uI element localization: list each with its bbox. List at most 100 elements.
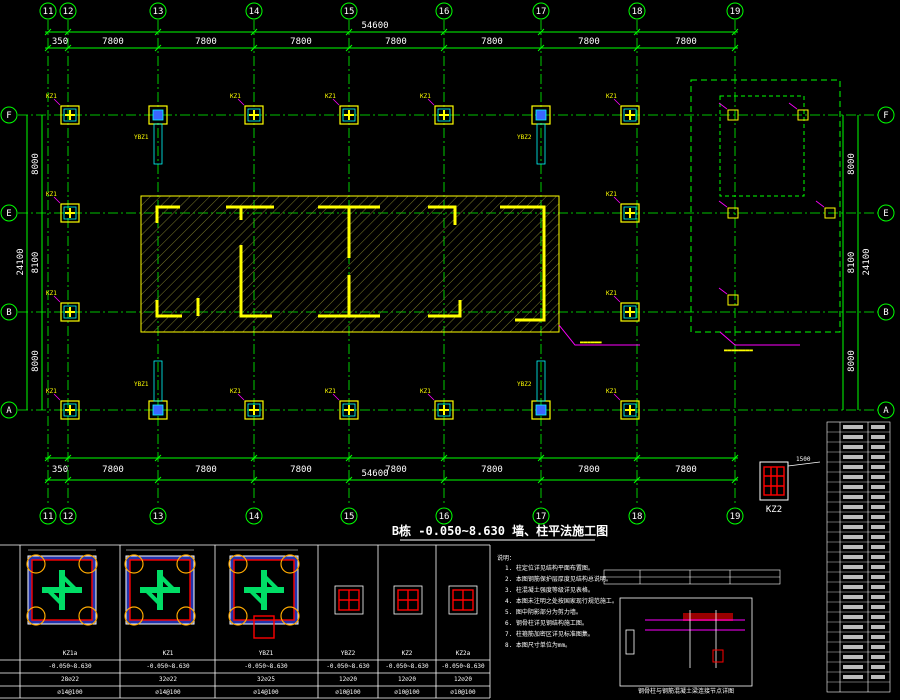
axis-bubble-18: 18: [628, 2, 646, 20]
table-cell: -0.050~8.630: [244, 663, 288, 670]
notes-list: 1. 柱定位详见结构平面布置图。2. 本图钢筋保护层厚度见结构总说明。3. 柱混…: [505, 564, 618, 649]
column-label: KZ1: [420, 388, 431, 395]
axis-label: 14: [249, 7, 260, 17]
column-label: KZ1: [325, 388, 336, 395]
total-dim-bottom: 54600: [361, 469, 388, 479]
kz2-detail: 1500 KZ2: [759, 456, 821, 515]
table-cell: 12⌀20: [339, 676, 357, 683]
table-cell: KZ2a: [456, 650, 471, 657]
table-cell: 32⌀22: [159, 676, 177, 683]
axis-label: B: [883, 308, 888, 318]
table-cell: -0.050~8.630: [48, 663, 92, 670]
axis-label: 17: [536, 512, 547, 522]
axis-bubble-15: 15: [340, 507, 358, 525]
axis-label: 13: [153, 512, 164, 522]
axis-bubble-14: 14: [245, 507, 263, 525]
axis-bubble-13: 13: [149, 2, 167, 20]
region-column: [718, 200, 739, 219]
axis-bubble-E: E: [877, 204, 895, 222]
axis-bubble-12: 12: [59, 507, 77, 525]
axis-bubble-11: 11: [39, 507, 57, 525]
dim-vertical: 8000: [31, 153, 41, 175]
column: KZ1: [420, 93, 454, 125]
axis-bubble-16: 16: [435, 2, 453, 20]
table-cell: ⌀14@100: [57, 689, 83, 696]
table-sections: [26, 549, 478, 639]
table-cell: ⌀14@100: [155, 689, 181, 696]
steel-column: YBZ2: [517, 360, 551, 420]
column-section-small: [448, 585, 478, 615]
axis-bubble-19: 19: [726, 2, 744, 20]
axis-label: 12: [63, 512, 74, 522]
total-dim-top: 54600: [361, 21, 388, 31]
steel-column: YBZ1: [134, 360, 168, 420]
axis-label: F: [6, 111, 11, 121]
dim-bottom: 7800: [102, 465, 124, 475]
axis-label: 14: [249, 512, 260, 522]
column: KZ1: [46, 93, 80, 125]
axis-bubble-B: B: [0, 303, 18, 321]
note-line: 7. 柱箍筋加密区详见标准图集。: [505, 630, 594, 638]
note-line: 8. 本图尺寸单位为mm。: [505, 641, 571, 649]
column: KZ1: [606, 93, 640, 125]
region-column: [788, 102, 809, 121]
column-label: KZ1: [606, 290, 617, 297]
column: KZ1: [325, 388, 359, 420]
column: KZ1: [230, 93, 264, 125]
note-line: 4. 本图未注明之处按国家现行规范施工。: [505, 597, 618, 605]
dim-top: 7800: [290, 37, 312, 47]
axis-bubble-17: 17: [532, 2, 550, 20]
axis-label: A: [883, 406, 889, 416]
table-cell: KZ1: [163, 650, 174, 657]
right-schedule: [826, 421, 891, 693]
axis-label: 13: [153, 7, 164, 17]
axis-label: 16: [439, 7, 450, 17]
column-label: KZ1: [230, 388, 241, 395]
column-schedule-table: [0, 544, 491, 699]
note-hatched: ▬▬▬▬▬▬: [580, 339, 602, 346]
axis-bubble-A: A: [0, 401, 18, 419]
table-cell: ⌀14@100: [253, 689, 279, 696]
dim-vertical-overall: 24100: [16, 248, 26, 275]
table-cell: -0.050~8.630: [441, 663, 485, 670]
axis-label: 19: [730, 7, 741, 17]
dim-vertical: 8100: [31, 252, 41, 274]
core-wall-area: [140, 195, 560, 333]
drawing-title: B栋 -0.050~8.630 墙、柱平法施工图: [392, 523, 608, 538]
table-cell: ⌀10@100: [394, 689, 420, 696]
axis-label: B: [6, 308, 11, 318]
axis-bubble-F: F: [877, 106, 895, 124]
table-cell: KZ1a: [63, 650, 78, 657]
column-section: [228, 549, 300, 639]
table-cell: 32⌀25: [257, 676, 275, 683]
table-cell: YBZ1: [259, 650, 274, 657]
axis-label: 17: [536, 7, 547, 17]
note-line: 5. 图中阴影部分为剪力墙。: [505, 608, 582, 616]
table-cell: 12⌀20: [454, 676, 472, 683]
column-section: [26, 549, 98, 626]
connection-detail: 钢骨柱与钢筋混凝土梁连接节点详图: [619, 597, 753, 695]
dim-top: 7800: [195, 37, 217, 47]
dim-bottom: 7800: [195, 465, 217, 475]
axis-label: 15: [344, 7, 355, 17]
note-line: 6. 钢骨柱详见钢结构施工图。: [505, 619, 588, 627]
column-label: KZ1: [46, 290, 57, 297]
axis-bubble-18: 18: [628, 507, 646, 525]
column: KZ1: [46, 388, 80, 420]
dim-top: 7800: [578, 37, 600, 47]
axis-label: 11: [43, 512, 54, 522]
table-cell: -0.050~8.630: [326, 663, 370, 670]
leader-lines: [558, 324, 800, 346]
kz2-label: KZ2: [766, 505, 782, 515]
axis-label: 15: [344, 512, 355, 522]
axis-bubble-11: 11: [39, 2, 57, 20]
axis-label: A: [6, 406, 12, 416]
note-line: 1. 柱定位详见结构平面布置图。: [505, 564, 594, 572]
steel-column-label: YBZ1: [134, 381, 149, 388]
column-label: KZ1: [606, 388, 617, 395]
column-section-small: [393, 585, 423, 615]
axis-bubble-E: E: [0, 204, 18, 222]
